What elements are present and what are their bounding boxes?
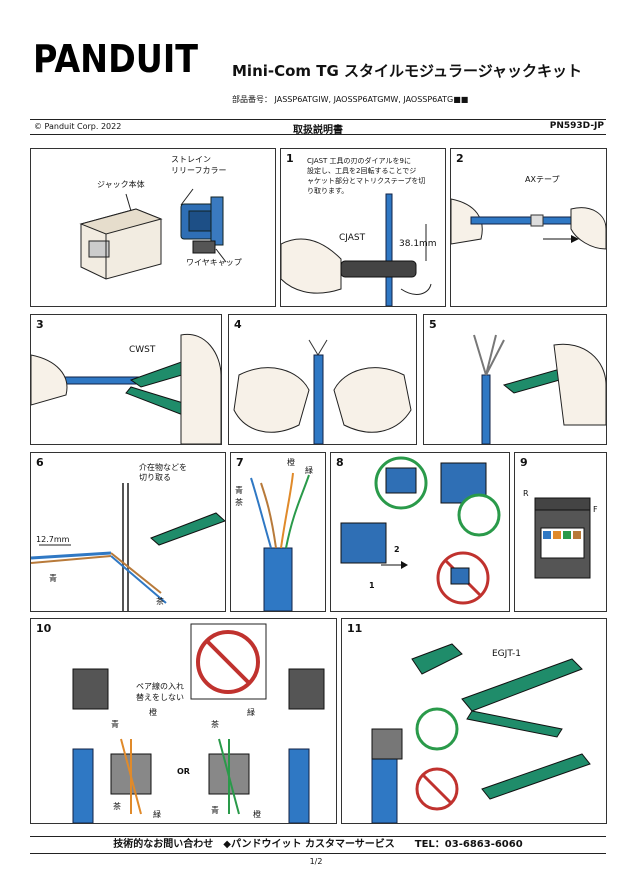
step2-illustration [451,198,606,250]
step10-label-brown-left: 茶 [113,802,121,811]
step10-label-blue-right: 青 [211,806,219,815]
step10-label-blue-left: 青 [111,720,119,729]
step2-tape-label: AXテープ [525,175,560,184]
step3-number: 3 [36,318,44,331]
step3-illustration [31,333,221,444]
panel-step2: 2 AXテープ [450,148,607,307]
step8-number: 8 [336,456,344,469]
footer-contact: 技術的なお問い合わせ ◆パンドウイット カスタマーサービス TEL：03-686… [30,836,606,854]
step4-number: 4 [234,318,242,331]
panel-step8: 8 1 2 [330,452,510,612]
step9-illustration [534,497,591,579]
step10-label-orange-right: 橙 [253,810,261,819]
page-number: 1/2 [309,857,323,866]
step10-label-orange-left: 橙 [149,708,157,717]
step11-number: 11 [347,622,363,635]
copyright: © Panduit Corp. 2022 [34,122,122,131]
step8-label-2: 2 [394,545,400,554]
step1-number: 1 [286,152,294,165]
panel-step1: 1 CJAST 工具の刃のダイアルを9に 設定し、工具を2回転することでジ ャケ… [280,148,446,307]
step6-dimension: 12.7mm [36,535,70,544]
step9-label-r: R [523,489,529,498]
step7-label-green: 緑 [305,466,313,475]
step7-label-brown: 茶 [235,498,243,507]
label-strain-relief: ストレイン リリーフカラー [171,155,227,175]
step7-label-orange: 橙 [287,458,295,467]
part-numbers: 部品番号： JASSP6ATGIW, JAOSSP6ATGMW, JAOSSP6… [232,95,469,104]
jack-parts-illustration [79,188,227,280]
panel-step3: 3 CWST [30,314,222,445]
step9-number: 9 [520,456,528,469]
step7-number: 7 [236,456,244,469]
step11-illustration [371,643,591,823]
step10-label-brown-right: 茶 [211,720,219,729]
step7-illustration [250,472,310,611]
panduit-logo: PANDUIT [33,38,198,78]
page-title: Mini-Com TG スタイルモジュラージャックキット [232,62,582,80]
step2-number: 2 [456,152,464,165]
step10-or: OR [177,767,190,776]
step10-label-green-left: 緑 [153,810,161,819]
step8-label-1: 1 [369,581,375,590]
step10-illustration [72,623,325,823]
step1-instruction: CJAST 工具の刃のダイアルを9に 設定し、工具を2回転することでジ ャケット… [307,157,426,195]
panel-overview: ジャック本体 ストレイン リリーフカラー ワイヤキャップ [30,148,276,307]
step5-illustration [473,334,606,444]
panel-step11: 11 EGJT-1 [341,618,607,824]
step1-dimension: 38.1mm [399,239,437,249]
document-header-bar: © Panduit Corp. 2022 取扱説明書 PN593D-JP [30,119,606,136]
doc-number: PN593D-JP [549,121,604,131]
panel-step6: 6 介在物などを 切り取る 12.7mm 青 茶 [30,452,226,612]
label-wire-cap: ワイヤキャップ [186,258,242,267]
step1-tool-label: CJAST [339,233,366,243]
step4-illustration [233,339,412,444]
step6-illustration [31,483,225,611]
step10-label-green-right: 緑 [247,708,255,717]
step6-label-blue: 青 [49,574,57,583]
panel-step10: 10 ペア線の入れ 替えをしない 橙 青 茶 緑 OR 茶 緑 青 橙 [30,618,337,824]
panel-step7: 7 橙 緑 青 茶 [230,452,326,612]
step10-note: ペア線の入れ 替えをしない [136,682,184,702]
panel-step5: 5 [423,314,607,445]
doc-title: 取扱説明書 [293,125,343,136]
step7-label-blue: 青 [235,486,243,495]
panel-step9: 9 R F [514,452,607,612]
label-jack-body: ジャック本体 [97,180,145,189]
step6-number: 6 [36,456,44,469]
step9-label-f: F [593,505,598,514]
step11-tool-label: EGJT-1 [492,649,521,659]
step10-number: 10 [36,622,52,635]
step6-note: 介在物などを 切り取る [139,463,187,482]
panel-step4: 4 [228,314,417,445]
step5-number: 5 [429,318,437,331]
brand-text: PANDUIT [33,38,198,78]
step1-illustration [281,193,432,306]
step3-tool-label: CWST [129,345,156,355]
step6-label-brown: 茶 [156,597,164,606]
step8-illustration [340,456,501,605]
